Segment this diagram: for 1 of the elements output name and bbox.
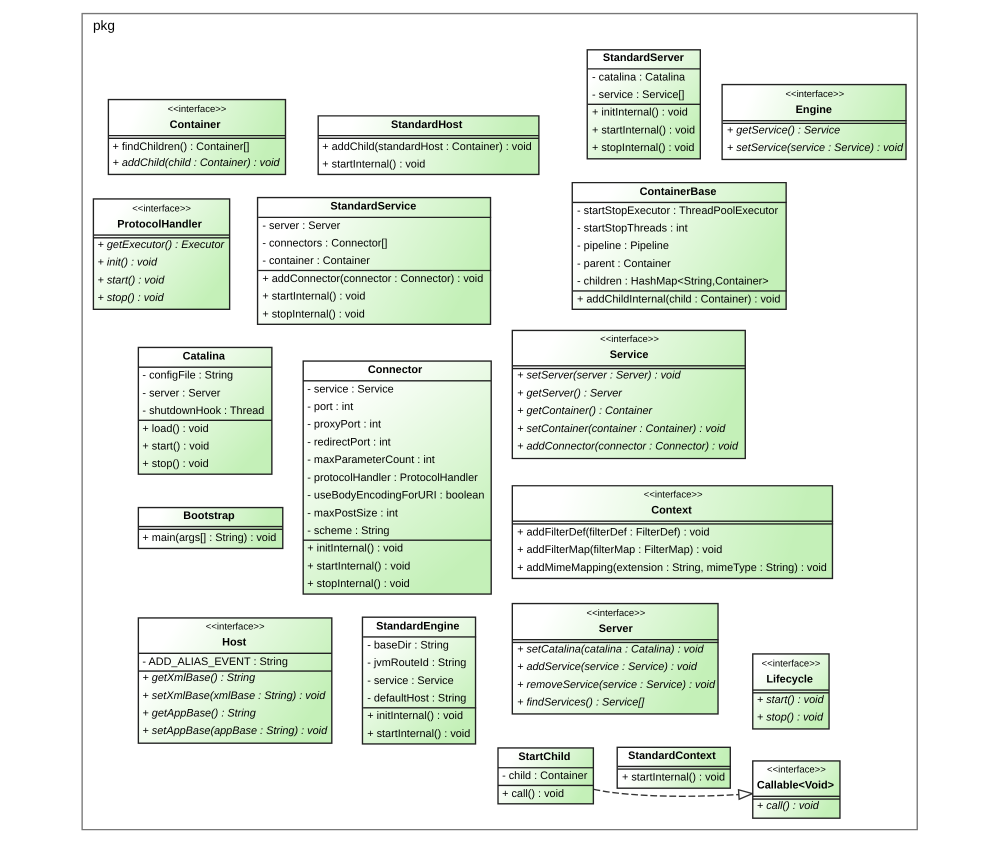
arrow — [593, 788, 754, 800]
